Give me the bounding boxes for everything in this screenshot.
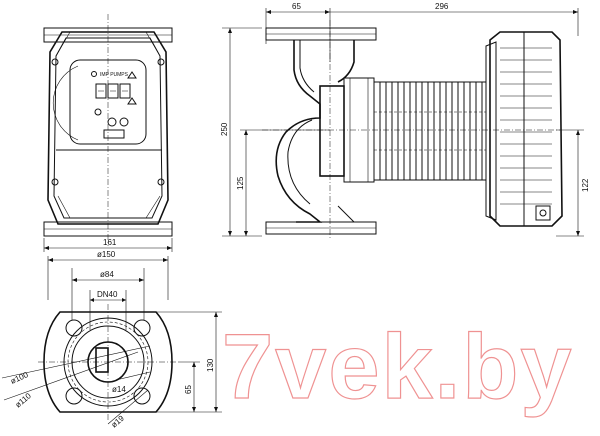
watermark: 7vek.by xyxy=(222,316,574,418)
dim-84: ø84 xyxy=(100,270,114,279)
minus-button-icon xyxy=(94,108,102,116)
dim-161: 161 xyxy=(103,238,117,247)
cooling-fins xyxy=(373,81,487,181)
control-head xyxy=(485,31,563,227)
dim-125: 125 xyxy=(236,176,245,190)
front-view: IMP PUMPS 161 xyxy=(43,14,173,252)
plus-button-icon xyxy=(119,117,129,127)
dim-130: 130 xyxy=(206,358,215,372)
dim-14: ø14 xyxy=(112,385,126,394)
side-view: 65 296 250 125 122 xyxy=(220,2,590,240)
dim-19: ø19 xyxy=(110,413,127,429)
dim-65-flange: 65 xyxy=(184,385,193,394)
dim-296: 296 xyxy=(435,2,449,11)
brand-label: IMP PUMPS xyxy=(100,72,129,78)
dim-250: 250 xyxy=(220,122,229,136)
dim-150: ø150 xyxy=(97,250,116,259)
flange-view: ø150 ø84 DN40 ø100 ø110 ø14 xyxy=(1,250,222,430)
dim-122: 122 xyxy=(581,178,590,192)
dim-110: ø110 xyxy=(14,391,34,410)
dim-65-top: 65 xyxy=(292,2,301,11)
mode-button-icon xyxy=(107,117,117,127)
dim-dn40: DN40 xyxy=(97,290,118,299)
